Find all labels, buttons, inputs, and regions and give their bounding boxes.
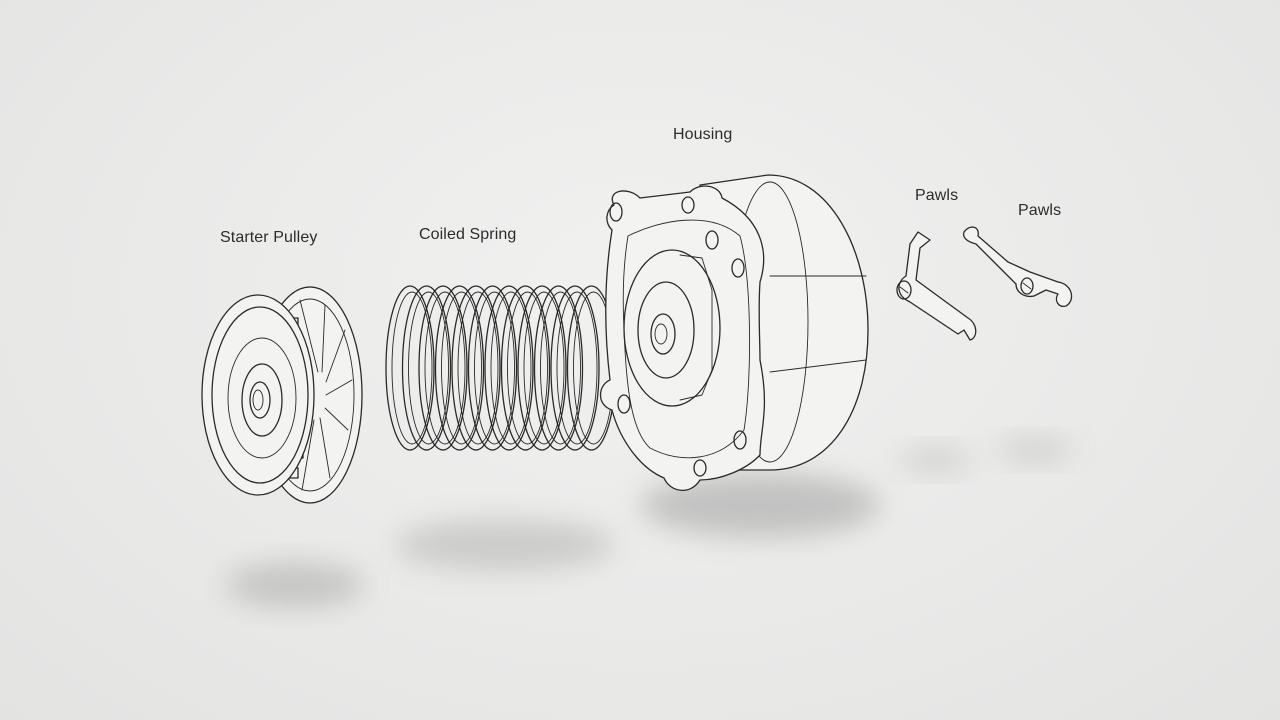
housing-shaft-end <box>654 323 668 345</box>
pawl-2-screw-slot <box>1022 282 1032 290</box>
shadow-housing <box>640 473 880 537</box>
label-pawls-1: Pawls <box>915 187 959 204</box>
pulley-groove <box>211 306 309 484</box>
spring-coil-inner <box>457 291 499 445</box>
spring-coil-inner <box>424 291 466 445</box>
pulley-web <box>227 337 297 459</box>
spring-coil <box>517 285 567 451</box>
pawl-2-body <box>962 226 1073 307</box>
shadow-pulley <box>225 563 365 607</box>
housing-hub <box>637 281 695 379</box>
pulley-front-flange <box>201 294 315 496</box>
housing-shaft <box>650 313 676 355</box>
pawl-2 <box>962 226 1073 307</box>
starter-pulley <box>201 286 363 504</box>
shadows <box>225 438 1073 607</box>
housing-seam <box>769 359 867 373</box>
housing-hub-rib <box>679 254 713 401</box>
spring-coil-inner <box>474 291 515 445</box>
spring-coil-inner <box>523 291 565 445</box>
spring-coil <box>467 285 518 451</box>
shadow-pawl-2 <box>997 438 1073 462</box>
spring-coil-inner <box>391 291 433 445</box>
spring-coil <box>401 285 452 451</box>
housing-hub-outer <box>623 249 721 407</box>
spring-coil-inner <box>556 291 598 445</box>
shadow-spring <box>395 519 615 571</box>
label-coiled-spring: Coiled Spring <box>419 226 517 243</box>
pawl-1-screw-slot <box>899 286 909 294</box>
housing-bolt-holes <box>609 196 747 477</box>
pulley-spokes <box>299 299 353 491</box>
spring-coil <box>500 285 551 451</box>
spring-coil <box>434 285 485 451</box>
spring-coil <box>550 285 600 451</box>
label-housing: Housing <box>673 126 733 143</box>
spring-coil-inner <box>490 291 532 445</box>
pawl-1-screw <box>896 280 912 300</box>
pawl-1 <box>896 231 977 341</box>
spring-coil-inner <box>408 291 449 445</box>
spring-coil-inner <box>441 291 482 445</box>
housing-flange <box>599 185 766 491</box>
spring-coil <box>418 285 468 451</box>
pawl-2-screw <box>1020 277 1034 295</box>
pulley-hub <box>241 363 283 437</box>
spring-coil-inner <box>507 291 548 445</box>
spring-coil <box>451 285 501 451</box>
pulley-bore-inner <box>252 389 264 411</box>
housing <box>599 174 869 491</box>
spring-coil <box>385 285 435 451</box>
spring-coil <box>484 285 534 451</box>
spring-coil-inner <box>540 291 581 445</box>
label-pawls-2: Pawls <box>1018 202 1062 219</box>
coiled-spring <box>385 285 617 451</box>
label-starter-pulley: Starter Pulley <box>220 229 318 246</box>
spring-coil <box>533 285 584 451</box>
pulley-bore <box>249 381 271 419</box>
shadow-pawl-1 <box>897 448 973 472</box>
